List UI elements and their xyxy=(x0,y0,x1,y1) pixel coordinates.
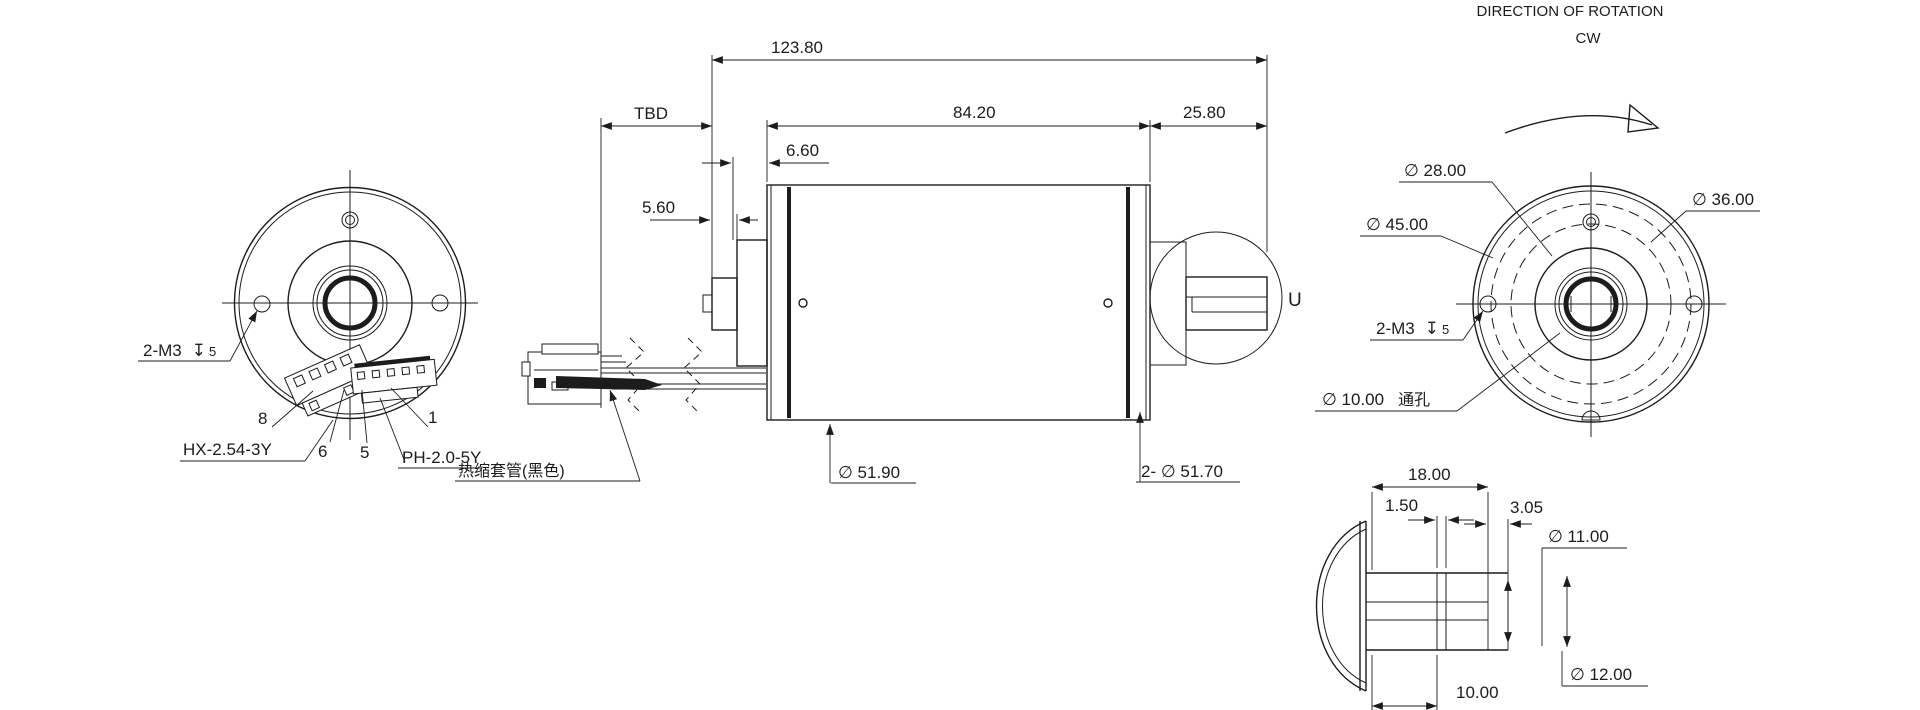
front-top-hole-inner xyxy=(345,215,355,225)
side-view-dimensions: 123.80 TBD 84.20 25.80 6.60 5.60 ∅ 51.90… xyxy=(600,38,1268,484)
front-tap-leader xyxy=(229,310,258,362)
connector-ph-leader xyxy=(379,397,406,463)
rear-bearing-ring2 xyxy=(1558,271,1624,337)
connector-ph-body xyxy=(350,355,438,404)
detail-dome-outer xyxy=(1315,520,1367,692)
wire-break-mark-2 xyxy=(683,337,703,413)
rear-pilot-boss xyxy=(711,277,738,331)
rear-dashed-circle xyxy=(1510,223,1672,385)
front-tap-label: 2-M3↧5 xyxy=(143,341,216,360)
dim-shaft-label: 25.80 xyxy=(1183,103,1226,122)
dim-dia11-label: ∅ 11.00 xyxy=(1548,527,1609,546)
connector-hx-leader xyxy=(304,419,334,462)
front-left-tap-hole xyxy=(253,295,271,313)
lead-connector-side-view xyxy=(521,337,766,413)
dim-dia45-label: ∅ 45.00 xyxy=(1366,215,1428,234)
motor-body xyxy=(766,184,1151,421)
dim-body-label: 84.20 xyxy=(953,103,996,122)
rear-outer-circle-inner xyxy=(1477,190,1705,418)
black-wire xyxy=(556,376,662,390)
lead-connector-latch xyxy=(541,343,599,355)
pin1-label: 1 xyxy=(428,408,437,427)
rotation-title: DIRECTION OF ROTATION xyxy=(1477,3,1664,20)
dim-dia28-leader xyxy=(1491,181,1553,257)
rear-outer-circle xyxy=(1472,185,1710,423)
side-screw-right xyxy=(1103,298,1113,308)
rotation-value: CW xyxy=(1576,30,1602,47)
rear-tap-leader xyxy=(1462,310,1484,341)
shaft xyxy=(1185,276,1268,331)
dim-tip-label: 3.05 xyxy=(1510,498,1543,517)
lead-connector-tab xyxy=(521,361,531,377)
dim-dia28-label: ∅ 28.00 xyxy=(1404,161,1466,180)
sleeve-note-label: 热缩套管(黑色) xyxy=(458,462,565,480)
rear-top-hole xyxy=(1582,213,1600,231)
front-outer-circle xyxy=(233,186,467,420)
rear-bottom-notch xyxy=(1581,410,1601,421)
front-right-tap-hole xyxy=(431,294,449,312)
side-screw-left xyxy=(798,298,808,308)
front-bearing-ring xyxy=(312,265,388,341)
rotation-arc xyxy=(1504,115,1653,134)
pin6-leader xyxy=(329,389,345,443)
pin6-label: 6 xyxy=(318,442,327,461)
rear-boss-circle xyxy=(1534,247,1648,361)
lead-connector-key xyxy=(534,378,546,388)
connector-hx-label: HX-2.54-3Y xyxy=(183,440,272,459)
dim-lead-label: TBD xyxy=(634,104,668,123)
front-bearing-ring2 xyxy=(316,269,384,337)
pin8-label: 8 xyxy=(258,409,267,428)
detail-callout-circle xyxy=(1149,231,1283,365)
rear-bolt-circle xyxy=(1490,203,1692,405)
dim-groovepos-label: 10.00 xyxy=(1456,683,1499,702)
sleeve-note-leader xyxy=(609,389,641,482)
dim-bodydia-label: ∅ 51.90 xyxy=(838,463,900,482)
pin5-label: 5 xyxy=(360,443,369,462)
dim-boss-label: 6.60 xyxy=(786,141,819,160)
dim-pilot-label: 5.60 xyxy=(642,198,675,217)
rear-top-hole-inner xyxy=(1586,217,1596,227)
pin8-leader xyxy=(271,390,314,428)
pin5-leader xyxy=(361,389,368,444)
dim-dia45-leader xyxy=(1440,235,1494,259)
front-outer-circle-inner xyxy=(238,191,462,415)
front-shaft-bore xyxy=(322,275,378,331)
dim-dia36-label: ∅ 36.00 xyxy=(1692,190,1754,209)
dim-detail-length-label: 18.00 xyxy=(1408,465,1451,484)
rear-bearing-ring xyxy=(1554,267,1628,341)
connector-ph-label: PH-2.0-5Y xyxy=(402,448,481,467)
rear-tap-label: 2-M3↧5 xyxy=(1376,319,1449,338)
detail-mark-label: U xyxy=(1288,290,1302,311)
dim-capdia-label: 2- ∅ 51.70 xyxy=(1141,462,1223,481)
shaft-detail-view: 18.00 1.50 3.05 ∅ 11.00 ∅ 12.00 10.00 xyxy=(1315,465,1648,710)
dim-overall-label: 123.80 xyxy=(771,38,823,57)
dim-dia36-leader xyxy=(1650,210,1687,243)
rear-shaft-nub xyxy=(702,294,713,313)
dim-groovew-label: 1.50 xyxy=(1385,496,1418,515)
rear-shaft-bore xyxy=(1563,276,1619,332)
front-view: 2-M3↧5 8 6 5 1 xyxy=(138,170,641,482)
pin1-leader xyxy=(390,387,429,428)
rotation-indicator: DIRECTION OF ROTATION CW xyxy=(1477,3,1664,134)
dim-dia12-label: ∅ 12.00 xyxy=(1570,665,1632,684)
rear-boss xyxy=(736,239,768,367)
through-hole-leader xyxy=(1456,332,1561,412)
front-top-hole xyxy=(341,211,359,229)
rear-right-tap-hole xyxy=(1685,295,1703,313)
rear-left-tap-hole xyxy=(1479,295,1497,313)
rotation-arrowhead-icon xyxy=(1627,103,1660,133)
side-view: U xyxy=(702,184,1302,421)
detail-dome-inner xyxy=(1322,528,1367,684)
front-boss-side xyxy=(1149,241,1187,366)
wire-break-mark-1 xyxy=(625,337,645,413)
